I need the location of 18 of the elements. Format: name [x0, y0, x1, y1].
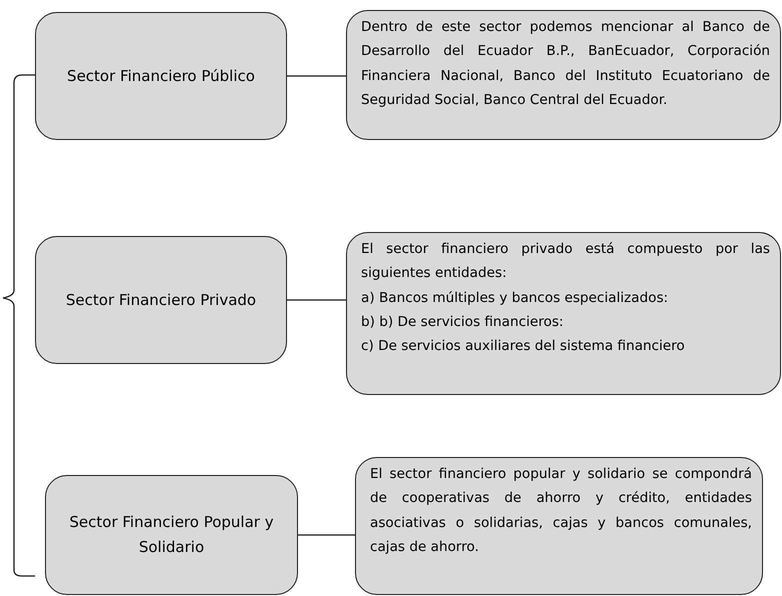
- description-text: a) Bancos múltiples y bancos especializados:: [361, 288, 670, 308]
- sector-box: [45, 475, 298, 595]
- description-box: [346, 10, 781, 140]
- connector-line: [298, 534, 355, 536]
- description-text: c) De servicios auxiliares del sistema financiero: [361, 337, 686, 356]
- description-box: [355, 457, 763, 595]
- sector-box: [35, 12, 287, 140]
- sector-title: Sector Financiero Popular y Solidario: [68, 512, 275, 558]
- description-text: El sector financiero privado está compuesto por las siguientes entidades:: [361, 240, 770, 284]
- description-box: [346, 232, 781, 395]
- description-text: b) b) De servicios financieros:: [361, 312, 564, 332]
- sector-title: Sector Financiero Público: [67, 66, 255, 86]
- connector-line: [287, 299, 346, 301]
- sector-box: [35, 236, 287, 364]
- description-text: Dentro de este sector podemos mencionar al Banco de Desarrollo del Ecuador B.P., BanEcuador, Corporación Financiera Nacional, Banco del Instituto Ecuatoriano de Seguridad Social, Banco Central del Ecuador.: [361, 18, 770, 110]
- description-text: El sector financiero popular y solidario se compondrá de cooperativas de ahorro y crédito, entidades asociativas o solidarias, cajas y bancos comunales, cajas de ahorro.: [370, 465, 752, 557]
- sector-title: Sector Financiero Privado: [66, 290, 256, 310]
- connector-line: [287, 75, 346, 77]
